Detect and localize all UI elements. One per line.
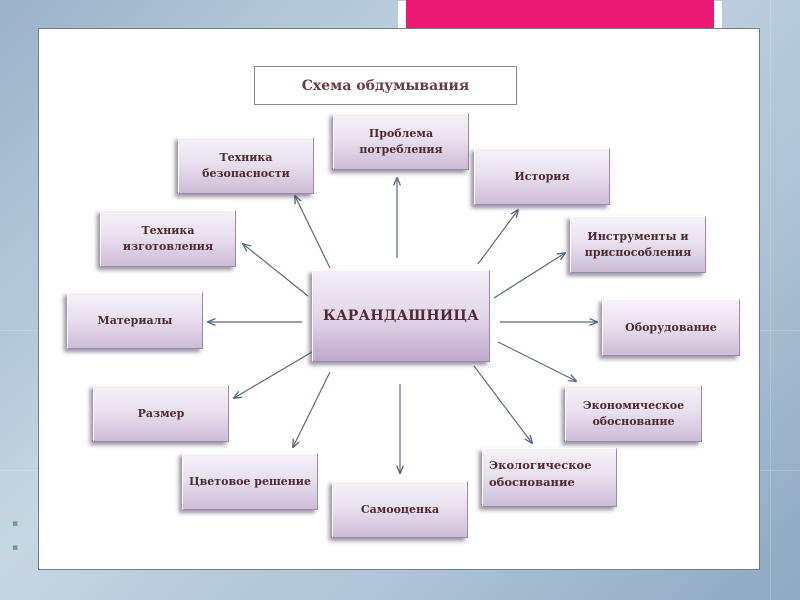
diagram-title: Схема обдумывания — [254, 66, 517, 105]
side-mark-dot: ▪ — [11, 543, 19, 553]
background-line — [770, 0, 771, 600]
arrow-to-history — [477, 210, 518, 265]
node-tools: Инструменты и приспособления — [570, 216, 706, 273]
node-color: Цветовое решение — [182, 453, 318, 510]
arrow-to-economic — [497, 341, 576, 381]
node-history: История — [474, 148, 610, 205]
arrow-to-safety — [295, 196, 331, 269]
node-ecological: Экологическое обоснование — [482, 448, 617, 507]
node-materials: Материалы — [67, 292, 203, 349]
arrow-to-color — [293, 371, 331, 447]
arrow-to-ecological — [473, 365, 532, 443]
arrow-to-manufacturing — [243, 244, 309, 297]
arrow-to-tools — [493, 253, 565, 299]
node-problem: Проблема потребления — [333, 113, 469, 170]
center-node: КАРАНДАШНИЦА — [312, 270, 490, 362]
node-equipment: Оборудование — [602, 299, 740, 356]
node-economic: Экономическое обоснование — [565, 385, 702, 442]
arrow-to-size — [234, 351, 313, 398]
node-safety: Техника безопасности — [178, 137, 314, 194]
node-size: Размер — [93, 385, 229, 442]
node-manufacturing: Техника изготовления — [100, 210, 236, 267]
side-marks: ▪ ▪ — [8, 512, 22, 560]
node-selfassessment: Самооценка — [332, 481, 468, 538]
side-mark-dot: ▪ — [11, 519, 19, 529]
